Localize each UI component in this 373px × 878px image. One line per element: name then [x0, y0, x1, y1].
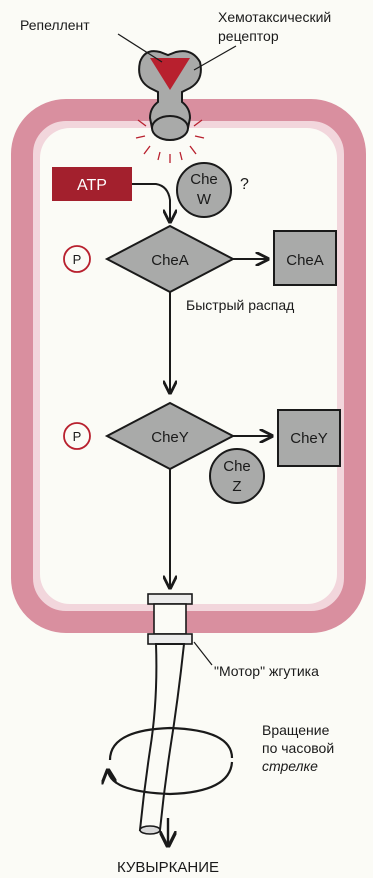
flagellar-motor [147, 593, 193, 645]
atp-box [52, 167, 132, 201]
chew-circle [176, 162, 232, 218]
chea-free-label: CheA [286, 252, 324, 269]
chez-label-line1: Che [223, 458, 251, 475]
phosphate-circle-1 [63, 245, 91, 273]
rotation-arrow-front [108, 761, 234, 796]
fast-decay-label: Быстрый распад [186, 297, 294, 313]
repellent-label: Репеллент [20, 17, 90, 33]
tumbling-label: КУВЫРКАНИЕ [117, 859, 219, 876]
receptor-label-line2: рецептор [218, 28, 279, 44]
chey-free-box [277, 409, 341, 467]
chey-label: CheY [151, 429, 189, 446]
rotation-label-line2: по часовой [262, 740, 334, 756]
rotation-arrow-back [108, 726, 234, 761]
motor-pointer [193, 641, 213, 666]
flagellum-end [139, 825, 161, 835]
chez-label-line2: Z [232, 478, 241, 495]
rotation-label-line3: стрелке [262, 758, 318, 774]
receptor-pointer [193, 45, 237, 71]
chea-label: CheA [151, 252, 189, 269]
repellent-molecule [150, 58, 190, 90]
chew-label-line1: Che [190, 171, 218, 188]
flagellum [138, 643, 186, 831]
chez-circle [209, 448, 265, 504]
motor-label: "Мотор" жгутика [214, 663, 319, 679]
repellent-pointer [117, 33, 163, 63]
phosphate-circle-2 [63, 422, 91, 450]
atp-arrow [132, 183, 170, 222]
phosphate-label-2: P [73, 429, 82, 444]
receptor-signal-rays [135, 119, 205, 163]
rotation-label-line1: Вращение [262, 722, 330, 738]
receptor-label-line1: Хемотаксический [218, 9, 331, 25]
atp-label: ATP [77, 177, 107, 194]
chew-question-mark: ? [240, 176, 249, 193]
chea-free-box [273, 230, 337, 286]
phosphate-label-1: P [73, 252, 82, 267]
chey-free-label: CheY [290, 430, 328, 447]
chew-label-line2: W [197, 191, 212, 208]
